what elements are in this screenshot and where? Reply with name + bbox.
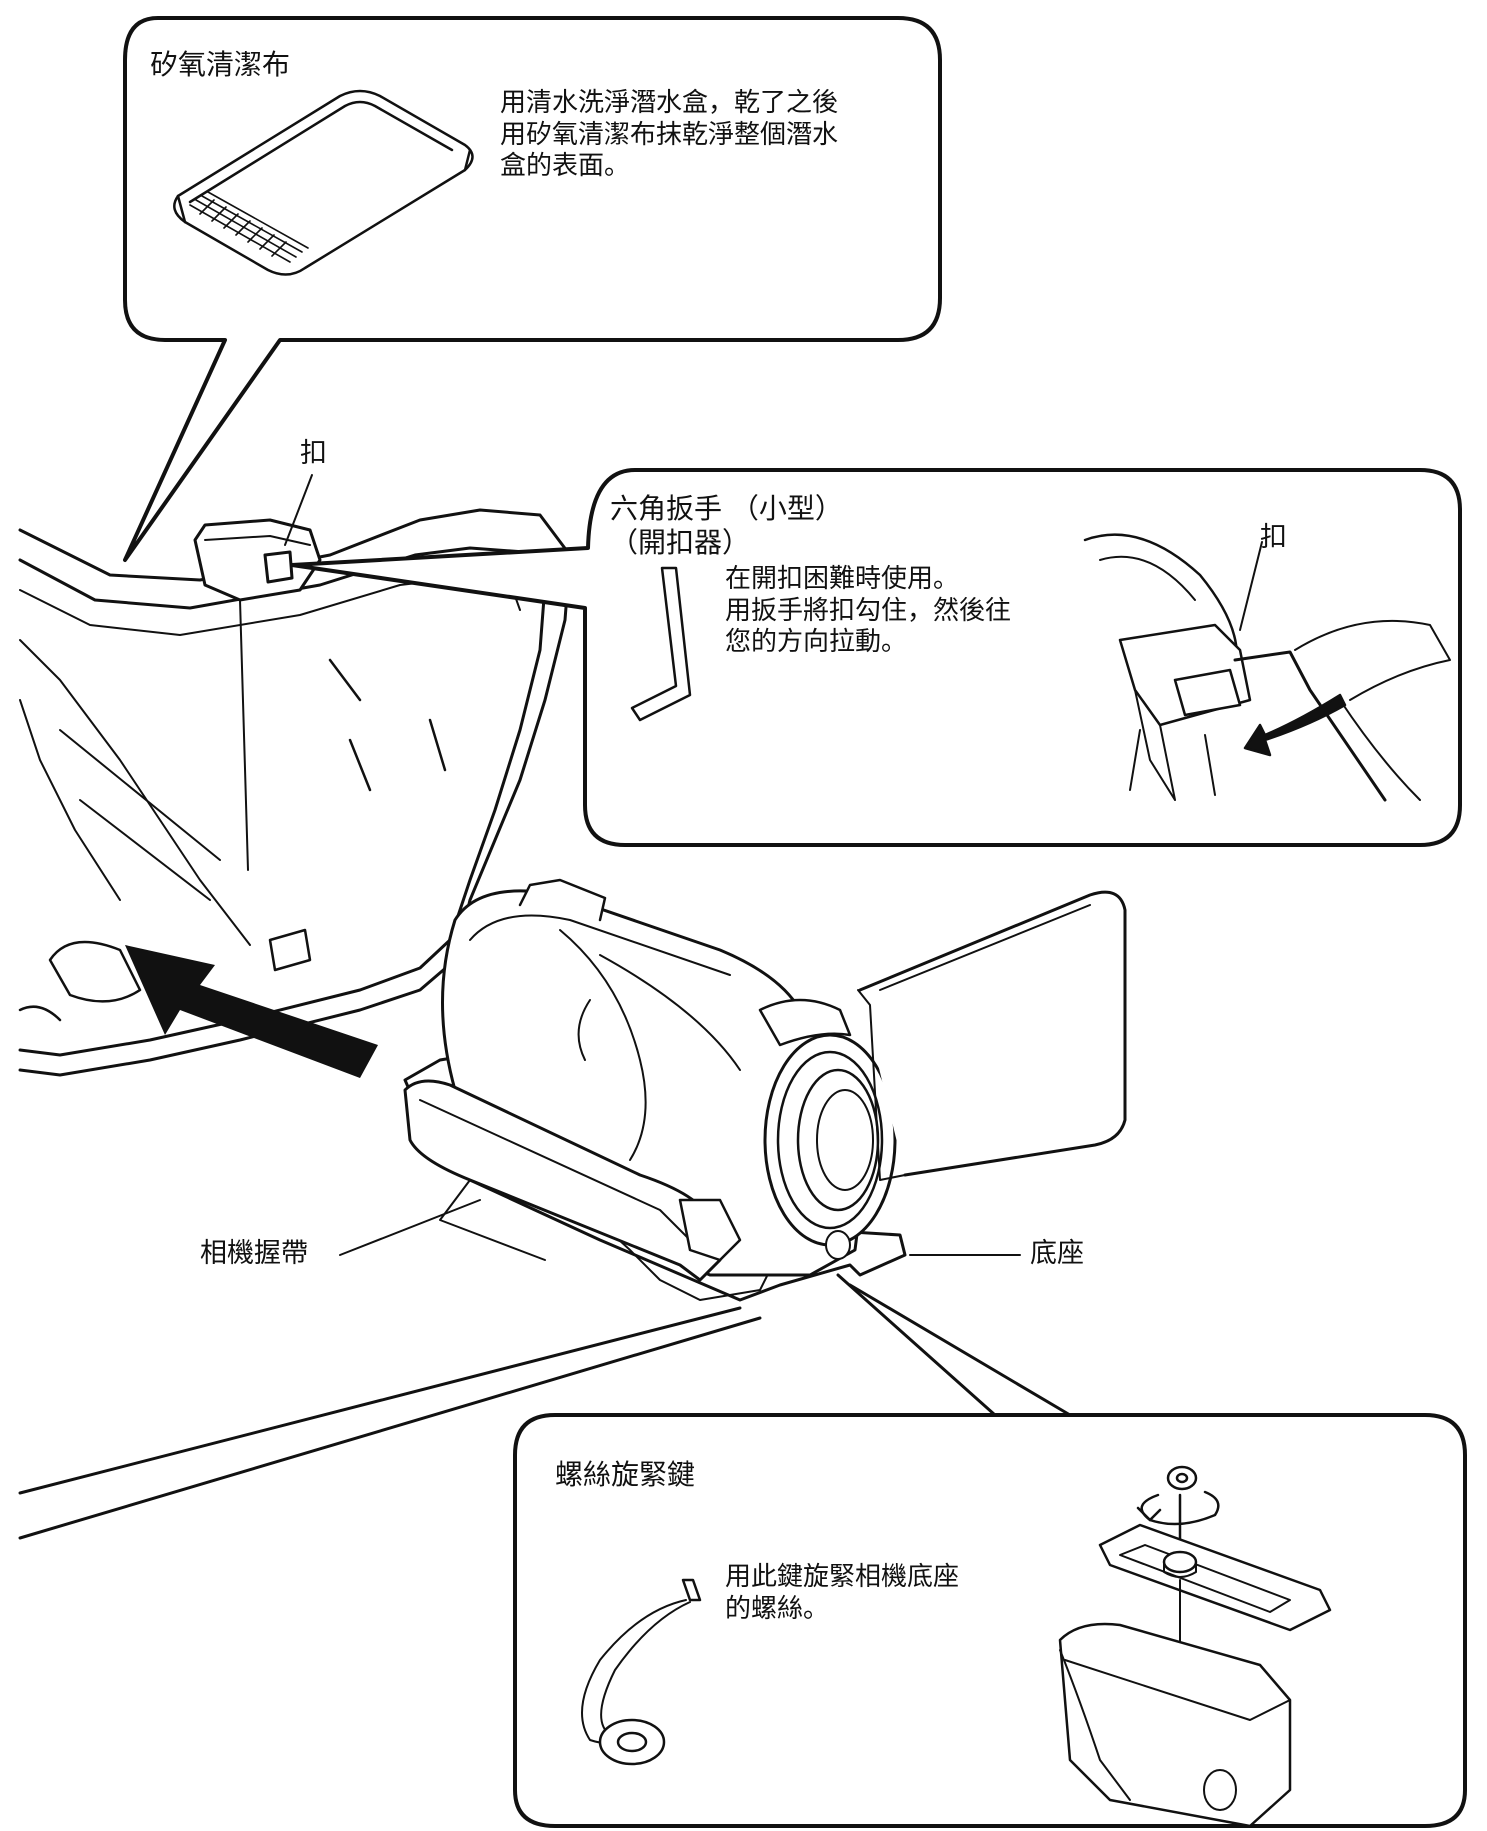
wrench-opening-clip-illustration [1083,533,1451,802]
base-label: 底座 [1030,1238,1084,1269]
screw-key-pointer-lines [18,1273,1072,1540]
insert-direction-arrow [125,945,378,1078]
clip-label: 扣 [300,438,327,469]
hex-wrench-callout-title: 六角扳手 （小型） （開扣器） [610,492,843,560]
strap-label: 相機握帶 [200,1238,308,1269]
cloth-callout-text: 用清水洗淨潛水盒，乾了之後 用矽氧清潔布抹乾淨整個潛水 盒的表面。 [500,88,839,182]
screw-key-icon [581,1578,702,1766]
hex-wrench-callout-box [290,468,1462,847]
tightening-base-screw-illustration [1058,1465,1332,1828]
cloth-callout-title: 矽氧清潔布 [150,48,291,81]
silicone-cloth-icon [173,89,474,276]
screw-key-callout-text: 用此鍵旋緊相機底座 的螺絲。 [725,1562,960,1624]
hex-wrench-clip-label: 扣 [1260,522,1287,553]
camcorder [403,878,1127,1302]
label-leaders [339,1199,1021,1256]
hex-wrench-callout-text: 在開扣困難時使用。 用扳手將扣勾住，然後往 您的方向拉動。 [725,564,1012,658]
hex-wrench-icon [630,566,692,722]
screw-key-callout-title: 螺絲旋緊鍵 [555,1458,696,1491]
